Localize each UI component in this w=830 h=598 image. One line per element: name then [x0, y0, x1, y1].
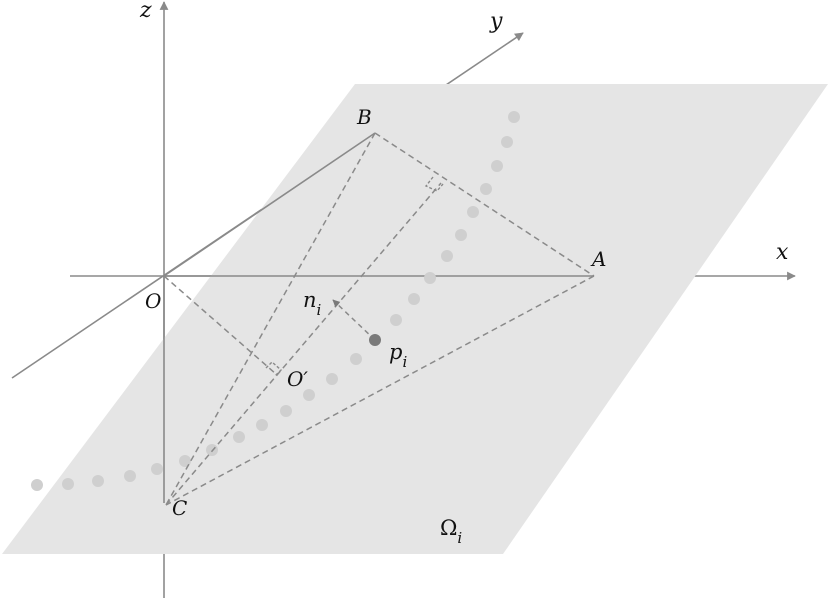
- labels: z y x O B A C O′ ni pi Ωi: [139, 0, 789, 547]
- construction-lines: [163, 132, 595, 506]
- cloud-point: [179, 455, 191, 467]
- plane-omega: [2, 84, 828, 554]
- perpendicular-O-to-Oprime: [163, 275, 277, 375]
- cloud-point: [501, 136, 513, 148]
- point-b-label: B: [356, 105, 372, 129]
- plane-label: Ωi: [440, 516, 462, 547]
- point-o-prime-label: O′: [287, 367, 308, 391]
- x-axis-label: x: [776, 240, 789, 265]
- cloud-point: [455, 229, 467, 241]
- cloud-point: [350, 353, 362, 365]
- cloud-point: [390, 314, 402, 326]
- right-angle-marks: [265, 176, 444, 377]
- cloud-point: [31, 479, 43, 491]
- cloud-point: [480, 183, 492, 195]
- normal-vector-line: [332, 299, 376, 341]
- axes-foreground: [163, 132, 594, 503]
- cloud-point: [151, 463, 163, 475]
- cloud-point: [62, 478, 74, 490]
- cloud-point: [491, 160, 503, 172]
- cloud-point: [303, 389, 315, 401]
- cloud-point: [280, 405, 292, 417]
- point-a-label: A: [590, 247, 606, 271]
- edge-AC: [165, 275, 595, 506]
- point-c-label: C: [172, 496, 187, 520]
- cloud-point: [233, 431, 245, 443]
- edge-BA: [374, 132, 595, 277]
- point-cloud: [31, 111, 520, 491]
- cloud-point: [326, 373, 338, 385]
- z-axis-label: z: [139, 0, 152, 23]
- point-p-i: [369, 334, 381, 346]
- edge-BC: [165, 132, 376, 506]
- origin-label: O: [145, 289, 161, 313]
- normal-label: ni: [303, 288, 322, 319]
- cloud-point: [508, 111, 520, 123]
- cloud-point: [441, 250, 453, 262]
- median-C-to-BA: [165, 182, 442, 506]
- cloud-point: [92, 475, 104, 487]
- cloud-point: [256, 419, 268, 431]
- cloud-point: [408, 293, 420, 305]
- point-p-i-label: pi: [389, 340, 407, 371]
- cloud-point: [467, 206, 479, 218]
- cloud-point: [424, 272, 436, 284]
- cloud-point: [124, 470, 136, 482]
- y-axis-label: y: [489, 9, 503, 34]
